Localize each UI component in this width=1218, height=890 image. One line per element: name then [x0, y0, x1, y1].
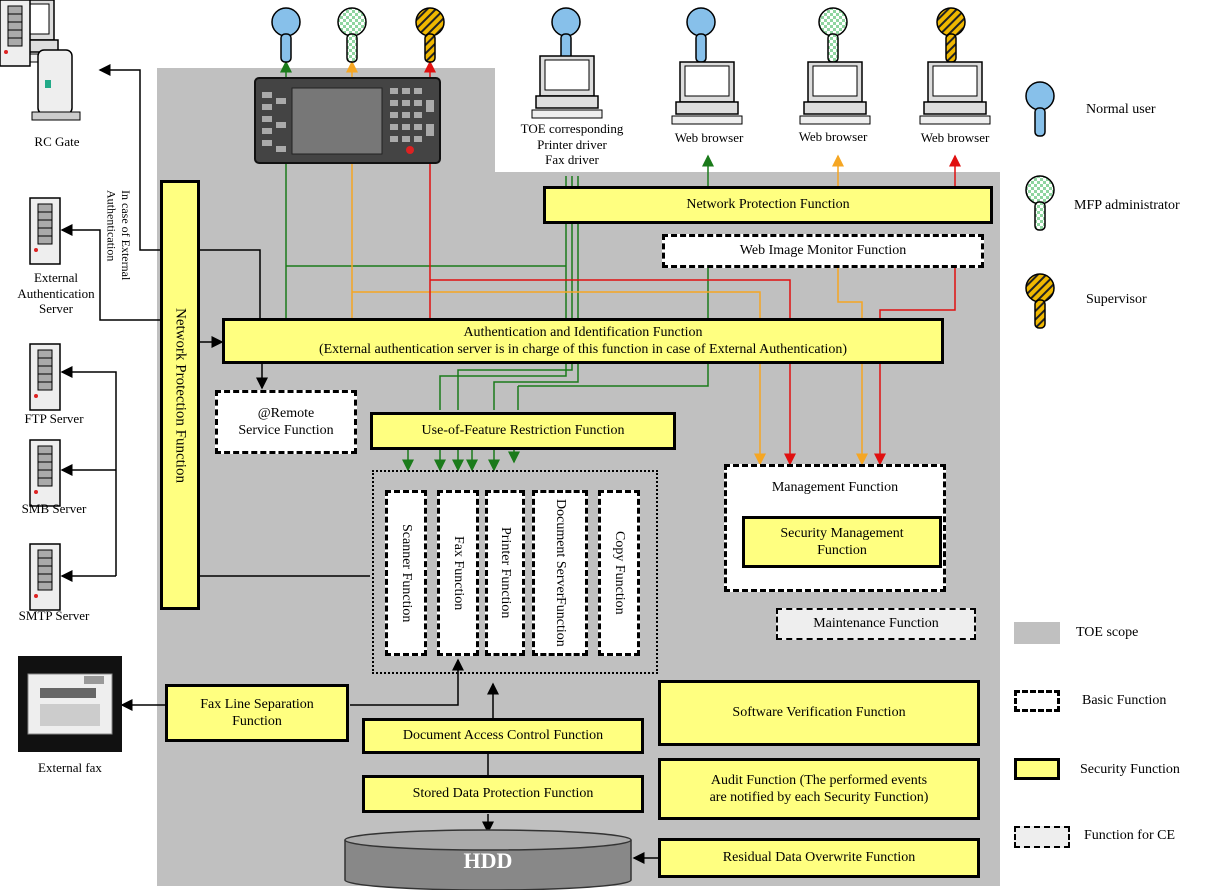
- scanner-function: Scanner Function: [385, 490, 427, 656]
- document-access-control: Document Access Control Function: [362, 718, 644, 754]
- rc-gate-icon: [31, 49, 81, 121]
- legend-normal-user: Normal user: [1086, 102, 1156, 117]
- printer-function: Printer Function: [485, 490, 525, 656]
- ext-fax-label: External fax: [38, 760, 102, 775]
- network-protection-left: Network Protection Function: [160, 180, 200, 610]
- ftp-label: FTP Server: [24, 411, 84, 426]
- web-browser-label: Web browser: [798, 129, 868, 144]
- network-protection-top: Network Protection Function: [543, 186, 993, 224]
- use-of-feature: Use-of-Feature Restriction Function: [370, 412, 676, 450]
- smb-label: SMB Server: [21, 501, 87, 516]
- fax-function: Fax Function: [437, 490, 479, 656]
- smtp-label: SMTP Server: [18, 608, 90, 623]
- legend-ce: Function for CE: [1084, 828, 1175, 843]
- maintenance-function: Maintenance Function: [776, 608, 976, 640]
- web-browser-label: Web browser: [674, 130, 744, 145]
- legend-mfp-admin: MFP administrator: [1074, 198, 1180, 213]
- legend-security-swatch: [1014, 758, 1060, 780]
- hdd-label: HDD: [463, 848, 513, 873]
- legend-basic-swatch: [1014, 690, 1060, 712]
- legend-basic: Basic Function: [1082, 693, 1167, 708]
- legend-supervisor: Supervisor: [1086, 292, 1147, 307]
- copy-function: Copy Function: [598, 490, 640, 656]
- stored-data-protection: Stored Data Protection Function: [362, 775, 644, 813]
- functions-group: [372, 470, 658, 674]
- legend-ce-swatch: [1014, 826, 1070, 848]
- rc-gate-label: RC Gate: [34, 134, 80, 149]
- legend-security: Security Function: [1080, 762, 1180, 777]
- web-image-monitor: Web Image Monitor Function: [662, 234, 984, 268]
- external-fax-icon: [18, 656, 122, 752]
- software-verification: Software Verification Function: [658, 680, 980, 746]
- web-browser-label: Web browser: [920, 130, 990, 145]
- auth-identification: Authentication and Identification Functi…: [222, 318, 944, 364]
- legend-toe-scope-swatch: [1014, 622, 1060, 644]
- residual-data-overwrite: Residual Data Overwrite Function: [658, 838, 980, 878]
- legend-toe-scope: TOE scope: [1076, 625, 1139, 640]
